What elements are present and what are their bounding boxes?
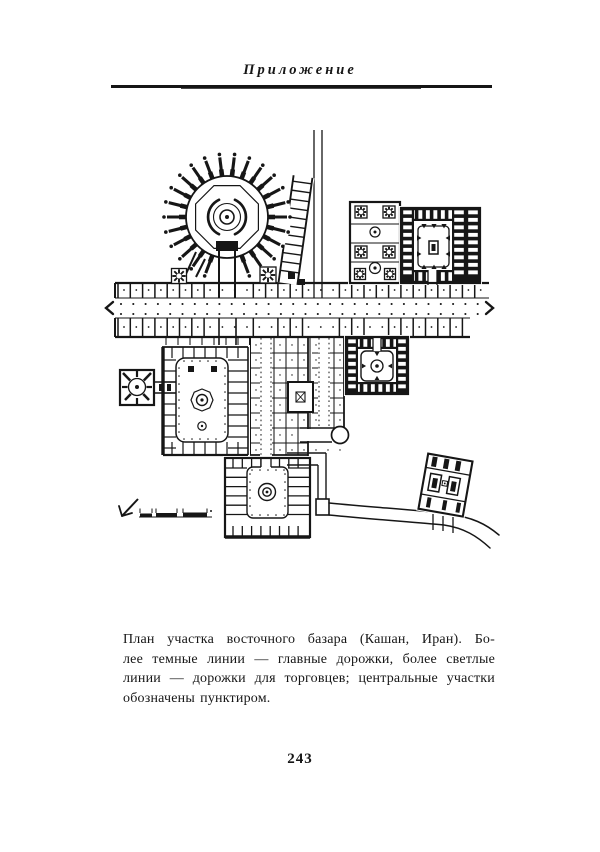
caption-line: обозначены пунктиром.	[123, 690, 271, 706]
figure-caption: План участка восточного базара (Кашан, И…	[123, 630, 495, 708]
east-entrance-arrow	[484, 300, 495, 316]
page-number: 243	[287, 751, 313, 767]
central-caravanserai	[344, 335, 410, 396]
entrance-pavilion-east	[259, 266, 277, 284]
round-end-corridor	[300, 425, 350, 445]
northeast-caravanserai	[399, 206, 482, 285]
caption-line: лее темные линии — главные дорожки, боле…	[123, 651, 495, 667]
southeast-lane	[287, 452, 327, 500]
header-rule	[111, 85, 492, 89]
northeast-block	[348, 200, 402, 285]
caption-line: линии — дорожки для торговцев; центральн…	[123, 671, 495, 687]
caption-line: План участка восточного базара (Кашан, И…	[123, 632, 495, 647]
crossing-dome	[118, 368, 176, 407]
north-road	[313, 130, 323, 298]
main-bazaar-street	[114, 281, 489, 347]
scale-bar	[139, 508, 212, 518]
southeast-road	[315, 498, 500, 549]
north-arrow	[118, 498, 139, 517]
running-head: Приложение	[243, 62, 357, 78]
west-entrance-arrow	[104, 300, 115, 316]
entrance-pavilion-west	[170, 267, 188, 285]
bath-building	[416, 451, 475, 519]
marked-room	[287, 381, 314, 413]
west-courtyard-block	[160, 345, 250, 457]
south-caravanserai	[223, 456, 312, 539]
circular-caravanserai	[162, 152, 292, 298]
